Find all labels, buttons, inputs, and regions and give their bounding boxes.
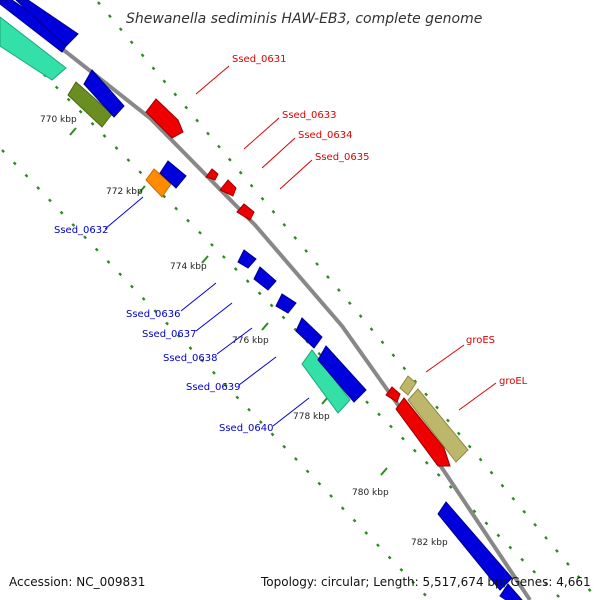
reverse-strand-cds — [0, 0, 523, 600]
cog-block-orange — [145, 168, 172, 198]
gene-label-ssed-0637: Ssed_0637 — [142, 329, 197, 340]
cds-blue-0636 — [237, 249, 257, 269]
cds-blue-782 — [437, 501, 513, 591]
cds-blue-top-long — [15, 0, 79, 47]
cds-blue-770 — [83, 69, 125, 118]
cds-blue-0632 — [159, 160, 187, 189]
gene-label-ssed-0638: Ssed_0638 — [163, 353, 218, 364]
topology-summary: Topology: circular; Length: 5,517,674 bp… — [260, 575, 591, 589]
tick-label-778: 778 kbp — [293, 412, 330, 422]
cds-red-0631 — [145, 98, 184, 139]
gene-label-ssed-0632: Ssed_0632 — [54, 225, 109, 236]
gene-label-ssed-0633: Ssed_0633 — [282, 110, 337, 121]
cds-red-groEL — [395, 397, 451, 467]
cog-block-khaki-small — [399, 375, 417, 396]
gene-label-ssed-0631: Ssed_0631 — [232, 54, 287, 65]
cds-blue-0637 — [253, 266, 277, 291]
gene-label-groel: groEL — [499, 376, 528, 387]
cds-red-groES — [385, 386, 401, 403]
gene-label-ssed-0640: Ssed_0640 — [219, 423, 274, 434]
genome-backbone — [0, 0, 532, 600]
cog-block-khaki-large — [407, 388, 469, 463]
cog-block-teal-mid — [301, 349, 351, 414]
tick-label-774: 774 kbp — [170, 262, 207, 272]
cds-blue-0640 — [317, 345, 367, 403]
leader-lines-red — [195, 65, 497, 411]
cds-red-0634 — [219, 179, 237, 197]
gene-label-ssed-0635: Ssed_0635 — [315, 152, 370, 163]
gene-label-ssed-0639: Ssed_0639 — [186, 382, 241, 393]
map-title: Shewanella sediminis HAW-EB3, complete g… — [126, 11, 482, 27]
gene-label-groes: groES — [466, 335, 495, 346]
cog-block-teal-top — [0, 16, 67, 81]
cds-blue-0638 — [275, 293, 297, 314]
tick-label-780: 780 kbp — [352, 488, 389, 498]
cds-red-0633 — [205, 168, 219, 181]
tick-label-776: 776 kbp — [232, 336, 269, 346]
gene-label-ssed-0636: Ssed_0636 — [126, 309, 181, 320]
cog-blocks — [0, 16, 469, 463]
accession-label: Accession: NC_009831 — [9, 575, 145, 589]
tick-label-770: 770 kbp — [40, 115, 77, 125]
gene-label-ssed-0634: Ssed_0634 — [298, 130, 353, 141]
forward-strand-cds — [145, 98, 451, 467]
cds-red-0635 — [236, 203, 255, 221]
tick-label-782: 782 kbp — [411, 538, 448, 548]
leader-lines-blue — [104, 196, 310, 427]
cds-blue-bottom — [499, 583, 523, 600]
tick-label-772: 772 kbp — [106, 187, 143, 197]
cds-blue-0639 — [295, 317, 323, 349]
cog-block-olive — [67, 81, 113, 128]
